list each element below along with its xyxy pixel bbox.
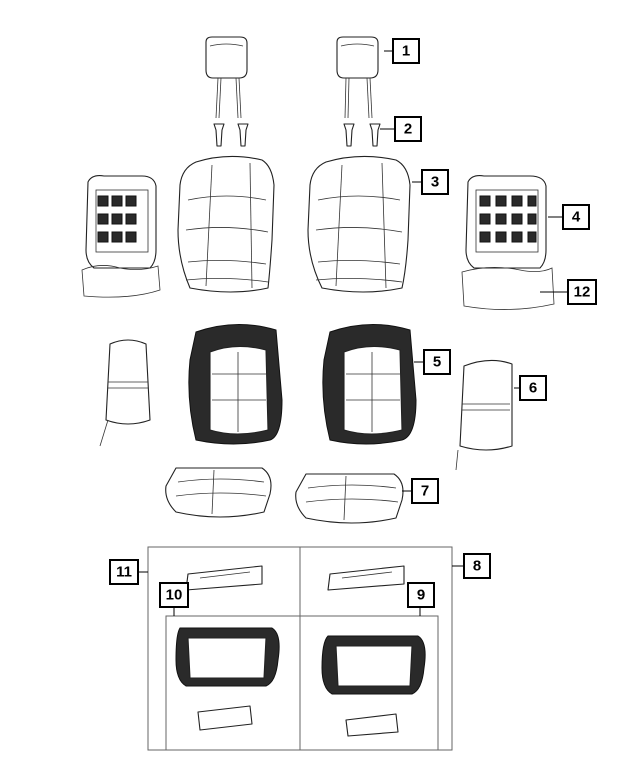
seatback-cover-left: [177, 155, 275, 293]
cushion-foam-right: [321, 635, 426, 695]
callout-2: 2: [394, 116, 422, 142]
sensor-pad-left: [197, 705, 253, 731]
callout-9: 9: [407, 582, 435, 608]
heater-mat-right: [327, 565, 405, 591]
sensor-pad-right: [345, 713, 399, 737]
headrest-guides-right: [343, 123, 381, 147]
callout-12: 12: [567, 279, 597, 305]
callout-4: 4: [562, 204, 590, 230]
seatback-panel-left: [99, 339, 151, 447]
svg-text:7: 7: [421, 483, 429, 500]
svg-text:9: 9: [417, 587, 425, 604]
callout-5: 5: [423, 349, 451, 375]
seatback-panel-right: [455, 359, 513, 471]
callout-10: 10: [159, 582, 189, 608]
cushion-cover-right: [295, 473, 404, 524]
svg-text:1: 1: [402, 43, 410, 60]
heater-mat-left: [185, 565, 263, 591]
callout-6: 6: [519, 375, 547, 401]
svg-text:5: 5: [433, 354, 441, 371]
callout-7: 7: [411, 478, 439, 504]
callout-11: 11: [109, 559, 139, 585]
cushion-foam-left: [175, 627, 280, 687]
leader-lines: [138, 50, 568, 616]
callout-3: 3: [421, 169, 449, 195]
callout-1: 1: [392, 38, 420, 64]
seatback-frame-left: [81, 175, 161, 298]
cushion-kit-frame: [147, 546, 453, 751]
svg-text:8: 8: [473, 558, 481, 575]
svg-text:12: 12: [574, 284, 591, 301]
callout-8: 8: [463, 553, 491, 579]
cushion-cover-left: [165, 467, 272, 518]
svg-text:11: 11: [116, 564, 132, 581]
svg-text:3: 3: [431, 174, 439, 191]
svg-text:2: 2: [404, 121, 412, 138]
seatback-foam-left: [188, 324, 283, 445]
svg-text:4: 4: [572, 209, 581, 226]
headrest-right: [336, 36, 379, 119]
svg-text:10: 10: [166, 587, 183, 604]
seatback-cover-right: [307, 155, 411, 293]
svg-text:6: 6: [529, 380, 537, 397]
headrest-left: [205, 36, 248, 119]
seatback-foam-right: [322, 324, 417, 445]
seatback-frame-right: [461, 175, 555, 310]
headrest-guides-left: [213, 123, 249, 147]
